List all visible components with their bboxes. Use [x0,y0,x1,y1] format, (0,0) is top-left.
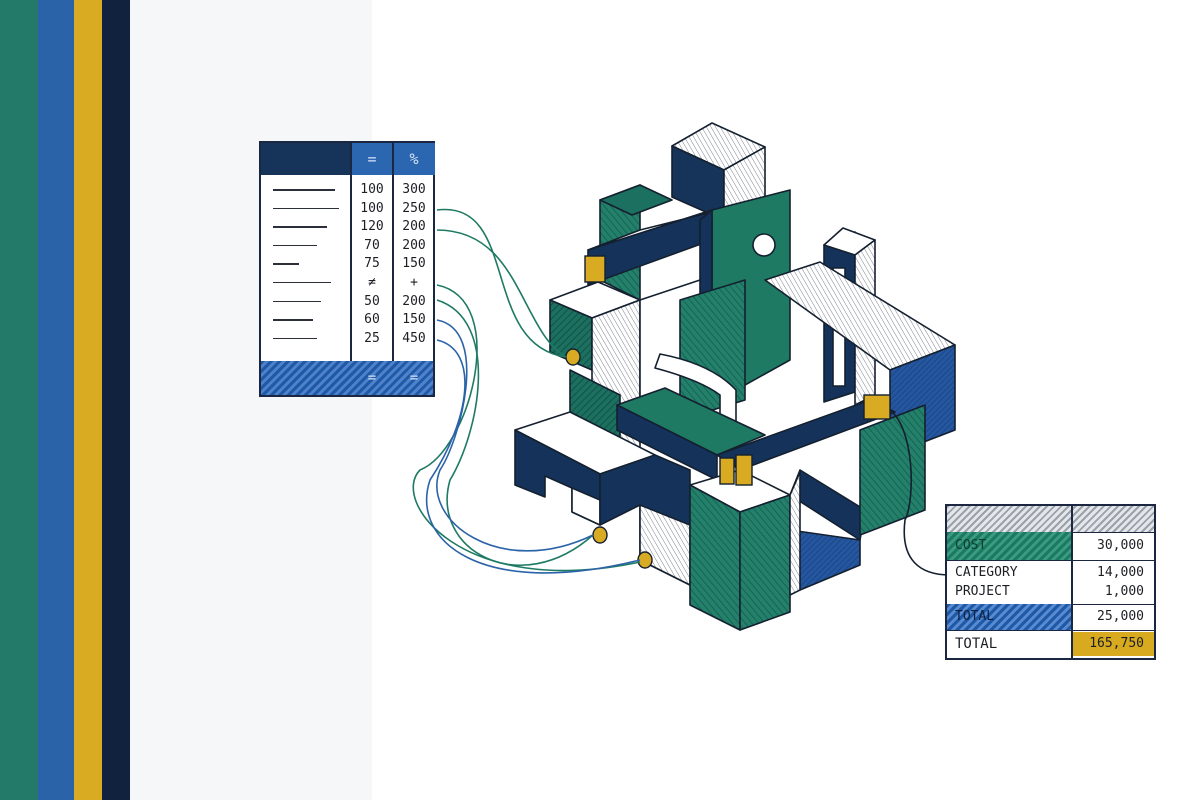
right-table-divider [1071,506,1073,658]
table-row: CATEGORY 14,000 PROJECT 1,000 [947,560,1154,605]
stripe-teal [0,0,38,800]
gold-connector-2 [863,394,891,420]
stripe-navy [102,0,130,800]
port-3 [637,551,653,569]
back-block-top [599,184,673,216]
total1-label: TOTAL [955,609,995,624]
stripe-blue [38,0,74,800]
gold-connector-1 [584,255,606,283]
table-row: TOTAL 165,750 [947,630,1154,658]
category-label: CATEGORY [955,565,1018,580]
left-table-header-blank [261,143,351,175]
total2-value-cell [1073,632,1154,656]
total2-value: 165,750 [1089,636,1144,651]
category-value: 14,000 [1097,565,1144,580]
left-table-divider-1 [350,143,352,395]
wire-blue-1 [425,339,641,574]
total2-label: TOTAL [955,636,998,652]
wire-green-4 [436,299,594,566]
pipe [654,353,737,441]
wire-green-2 [436,229,567,358]
left-table-header-col2: % [393,143,435,175]
stripe-gold [74,0,102,800]
box-back [789,469,866,541]
left-table-divider-2 [392,143,394,395]
wire-blue-2 [436,319,594,552]
port-2 [592,526,608,544]
cost-value: 30,000 [1097,538,1144,553]
table-row: TOTAL 25,000 [947,604,1154,631]
wire-navy-right [889,409,951,576]
project-label: PROJECT [955,584,1010,599]
front-block-side [739,494,791,631]
paper-panel [130,0,372,800]
left-table-footer-col2: = [409,370,419,386]
port-1 [565,348,581,366]
box-side [789,471,801,596]
cost-label: COST [955,538,987,553]
table-row: COST 30,000 [947,532,1154,561]
left-table-footer-col1: = [367,370,377,386]
color-stripe-bar [0,0,130,800]
cost-label-cell [947,532,1071,560]
left-table-header-col1: = [351,143,393,175]
left-table-footer: = = [261,361,433,395]
table-row: ≠+ [261,274,433,293]
gold-connector-3 [719,457,735,485]
gold-connector-4 [735,454,753,486]
center-hole [752,233,776,257]
total1-value: 25,000 [1097,609,1144,624]
right-table-header [947,506,1154,533]
right-low-block [859,404,926,536]
project-value: 1,000 [1104,584,1144,599]
wire-green-1 [436,208,567,358]
left-table-header: = % [261,143,435,175]
right-cost-table: COST 30,000 CATEGORY 14,000 PROJECT 1,00… [945,504,1156,660]
total1-label-cell [947,604,1071,630]
